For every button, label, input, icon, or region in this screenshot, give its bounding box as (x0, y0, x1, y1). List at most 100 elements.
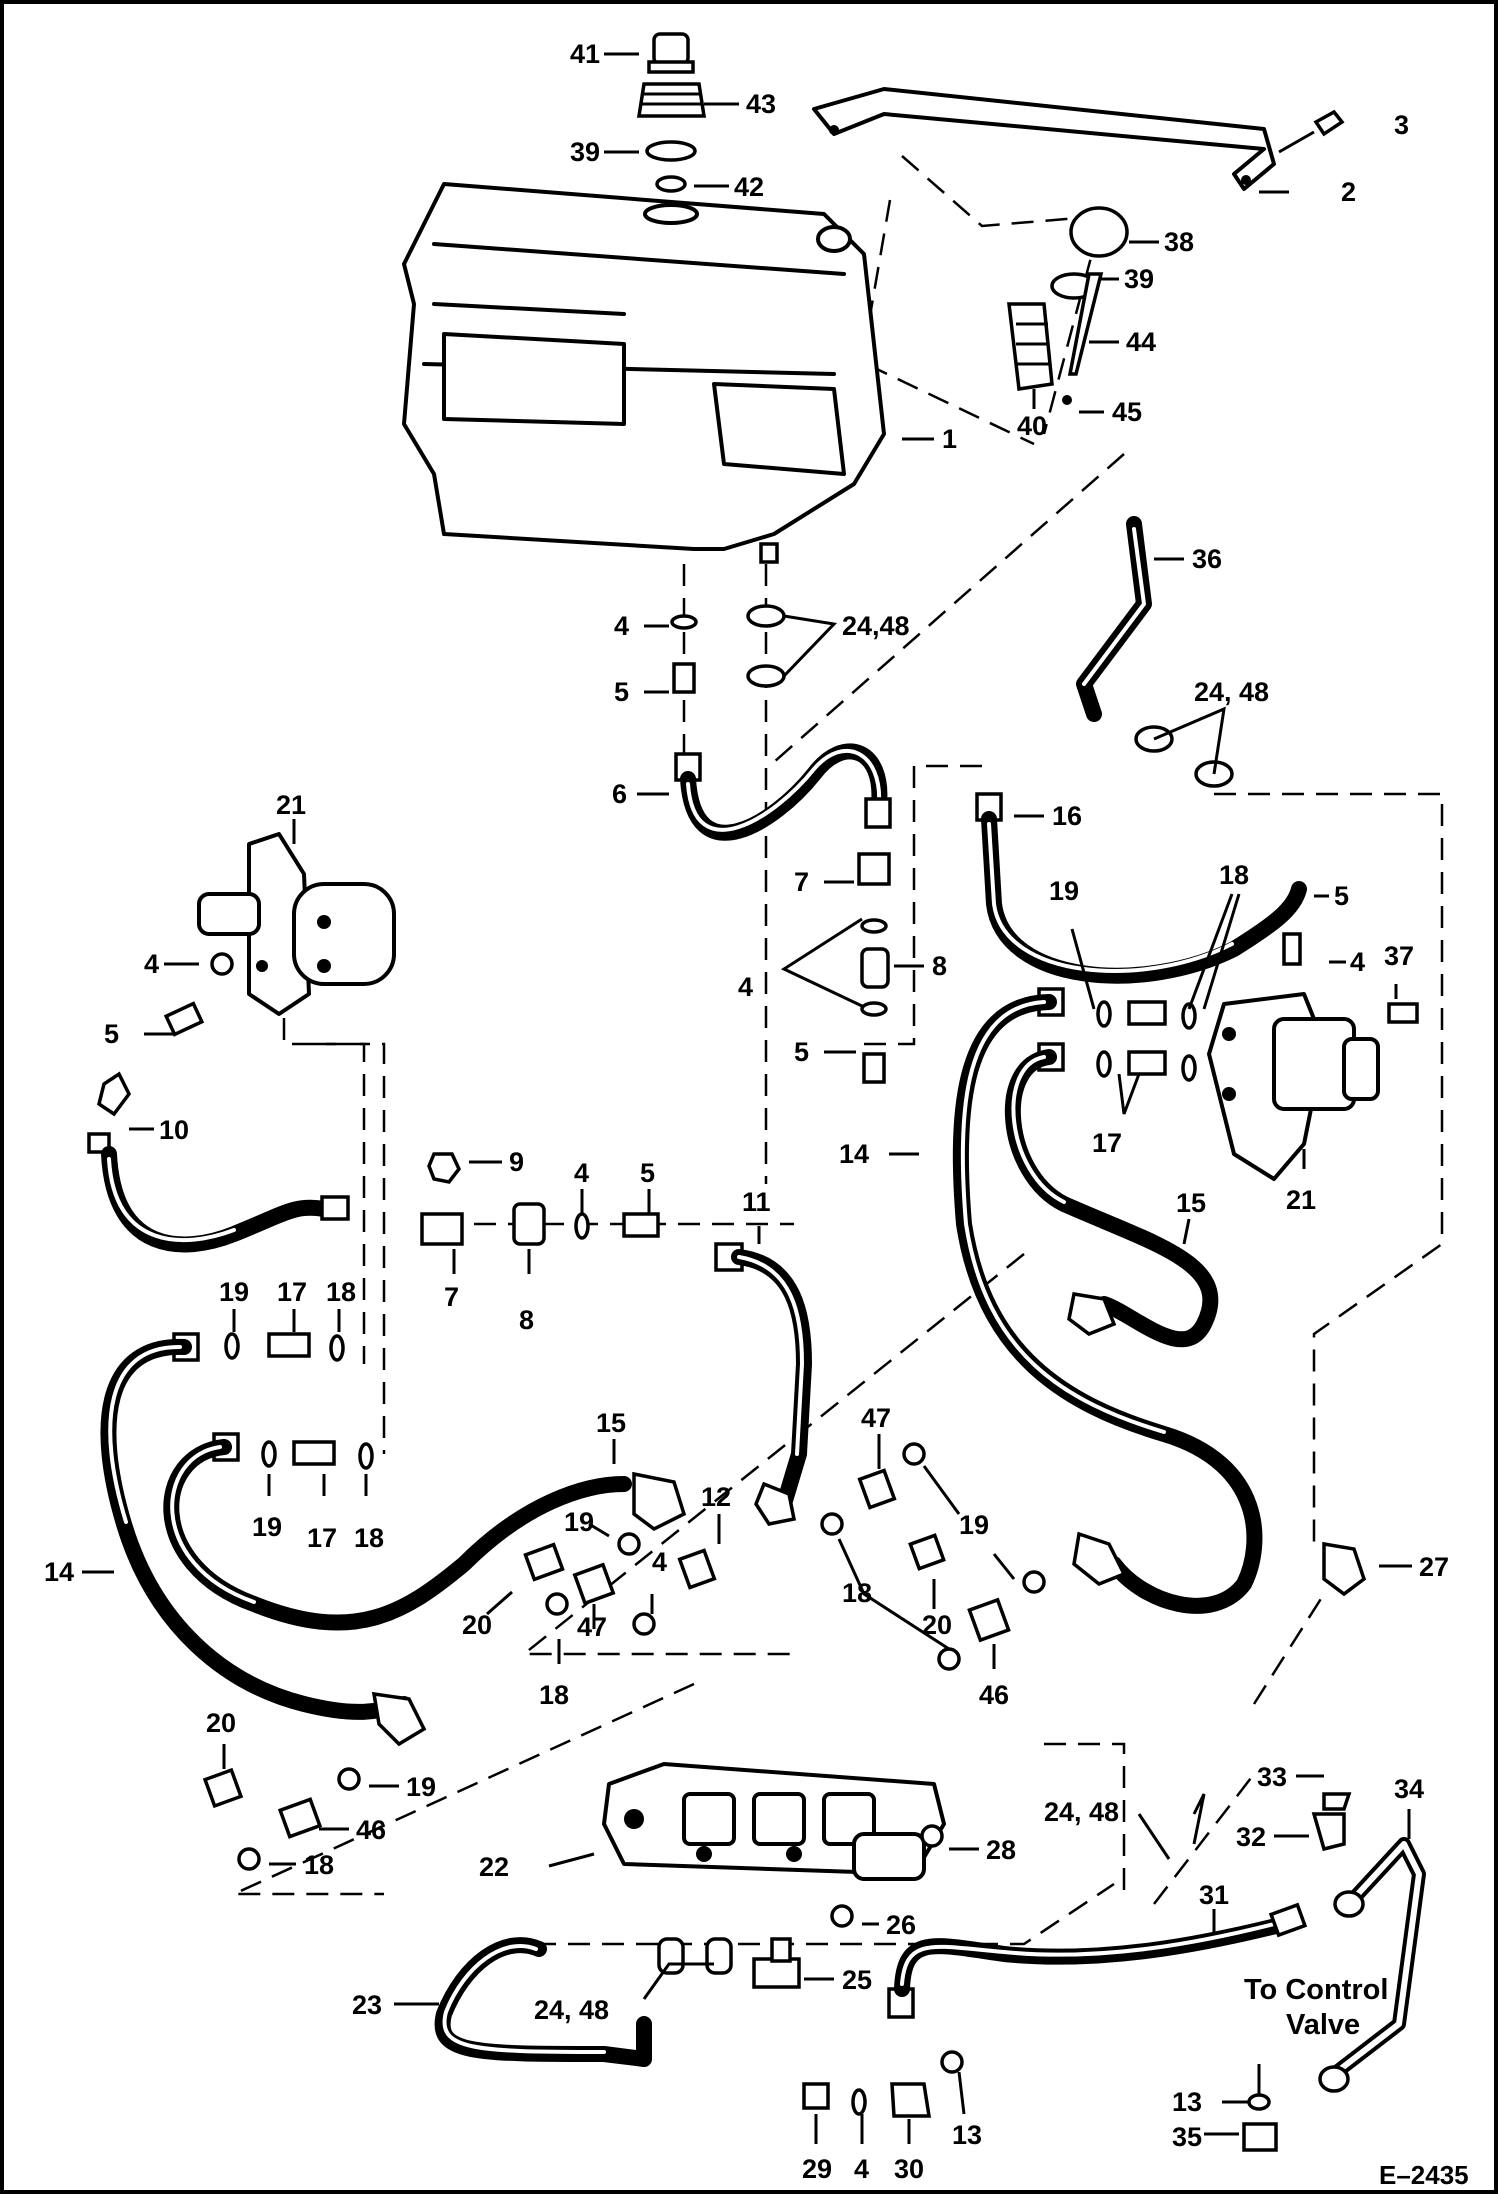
callout-17: 17 (1092, 1128, 1122, 1158)
callout-labels: 41 43 39 42 3 2 38 39 44 40 45 1 36 4 24… (44, 39, 1449, 2184)
callout-29: 29 (802, 2154, 832, 2184)
callout-8: 8 (519, 1305, 534, 1335)
elbow-27 (1322, 1541, 1367, 1597)
assembly-dashed-lines (233, 155, 1444, 1946)
pump-right-fittings (1096, 1000, 1197, 1082)
callout-19: 19 (1049, 876, 1079, 906)
callout-27: 27 (1419, 1552, 1449, 1582)
callout-18: 18 (326, 1277, 356, 1307)
callout-34: 34 (1394, 1774, 1424, 1804)
callout-17: 17 (277, 1277, 307, 1307)
hydraulic-pump-right (1207, 932, 1419, 1181)
callout-39: 39 (570, 137, 600, 167)
callout-20: 20 (922, 1610, 952, 1640)
callout-19: 19 (219, 1277, 249, 1307)
callout-47: 47 (861, 1403, 891, 1433)
pump-left-fittings (87, 952, 350, 1253)
callout-5: 5 (614, 677, 629, 707)
callout-4: 4 (738, 972, 753, 1002)
callout-32: 32 (1236, 1822, 1266, 1852)
callout-3: 3 (1394, 110, 1409, 140)
figure-reference: E–2435 (1379, 2160, 1469, 2190)
callout-7: 7 (444, 1282, 459, 1312)
callout-4: 4 (1350, 947, 1365, 977)
callout-9: 9 (509, 1147, 524, 1177)
callout-16: 16 (1052, 801, 1082, 831)
callout-24-48: 24, 48 (534, 1995, 609, 2025)
callout-36: 36 (1192, 544, 1222, 574)
fitting-stack-7-8 (857, 852, 891, 1084)
callout-17: 17 (307, 1523, 337, 1553)
callout-18: 18 (842, 1578, 872, 1608)
callout-18: 18 (539, 1680, 569, 1710)
callout-4: 4 (854, 2154, 869, 2184)
callout-5: 5 (640, 1158, 655, 1188)
callout-44: 44 (1126, 327, 1156, 357)
callout-10: 10 (159, 1115, 189, 1145)
note-line-1: To Control (1244, 1974, 1388, 2006)
callout-23: 23 (352, 1990, 382, 2020)
hose-14-left (100, 1332, 427, 1747)
left-bottom-fittings (202, 1767, 361, 1871)
hydraulic-parts-diagram: 41 43 39 42 3 2 38 39 44 40 45 1 36 4 24… (44, 32, 1469, 2190)
callout-2: 2 (1341, 177, 1356, 207)
hydraulic-pump-left (197, 832, 396, 1016)
callout-46: 46 (979, 1680, 1009, 1710)
callout-8: 8 (932, 951, 947, 981)
return-tube-34 (1242, 1792, 1426, 2152)
callout-21: 21 (276, 790, 306, 820)
callout-19: 19 (406, 1772, 436, 1802)
callout-13: 13 (1172, 2087, 1202, 2117)
callout-33: 33 (1257, 1762, 1287, 1792)
left-fittings-17-19 (224, 1332, 374, 1470)
callout-4: 4 (652, 1547, 667, 1577)
control-valve-22 (602, 1762, 946, 1928)
hose-15-left (163, 1432, 687, 1631)
callout-21: 21 (1286, 1185, 1316, 1215)
callout-39: 39 (1124, 264, 1154, 294)
callout-38: 38 (1164, 227, 1194, 257)
callout-15: 15 (1176, 1188, 1206, 1218)
hose-16 (975, 792, 1307, 984)
callout-4: 4 (144, 949, 159, 979)
callout-5: 5 (794, 1037, 809, 1067)
callout-40: 40 (1017, 411, 1047, 441)
callout-5: 5 (1334, 881, 1349, 911)
callout-4: 4 (614, 611, 629, 641)
callout-22: 22 (479, 1852, 509, 1882)
callout-41: 41 (570, 39, 600, 69)
callout-7: 7 (794, 867, 809, 897)
callout-35: 35 (1172, 2122, 1202, 2152)
callout-15: 15 (596, 1408, 626, 1438)
filler-cap-assembly (636, 32, 707, 193)
callout-30: 30 (894, 2154, 924, 2184)
callout-4: 4 (574, 1158, 589, 1188)
callout-11: 11 (742, 1187, 771, 1217)
callout-18: 18 (354, 1523, 384, 1553)
callout-5: 5 (104, 1019, 119, 1049)
callout-24-48: 24, 48 (1194, 677, 1269, 707)
callout-18: 18 (304, 1850, 334, 1880)
callout-20: 20 (206, 1708, 236, 1738)
callout-18: 18 (1219, 860, 1249, 890)
hose-6 (674, 743, 892, 841)
tank-bracket (812, 87, 1345, 191)
callout-28: 28 (986, 1835, 1016, 1865)
callout-14: 14 (44, 1557, 74, 1587)
right-lower-fittings (820, 1442, 1046, 1671)
callout-1: 1 (942, 424, 957, 454)
callout-47: 47 (577, 1612, 607, 1642)
hose-31 (802, 1902, 1308, 2118)
callout-12: 12 (701, 1482, 731, 1512)
callout-19: 19 (564, 1507, 594, 1537)
hose-14-right (952, 987, 1263, 1614)
callout-6: 6 (612, 779, 627, 809)
breather-assembly (1007, 206, 1129, 405)
leader-lines (82, 52, 1412, 2144)
hydraulic-tank (402, 182, 886, 564)
callout-37: 37 (1384, 941, 1414, 971)
note-line-2: Valve (1286, 2009, 1360, 2041)
middle-fittings-row (420, 1152, 812, 1526)
callout-26: 26 (886, 1910, 916, 1940)
